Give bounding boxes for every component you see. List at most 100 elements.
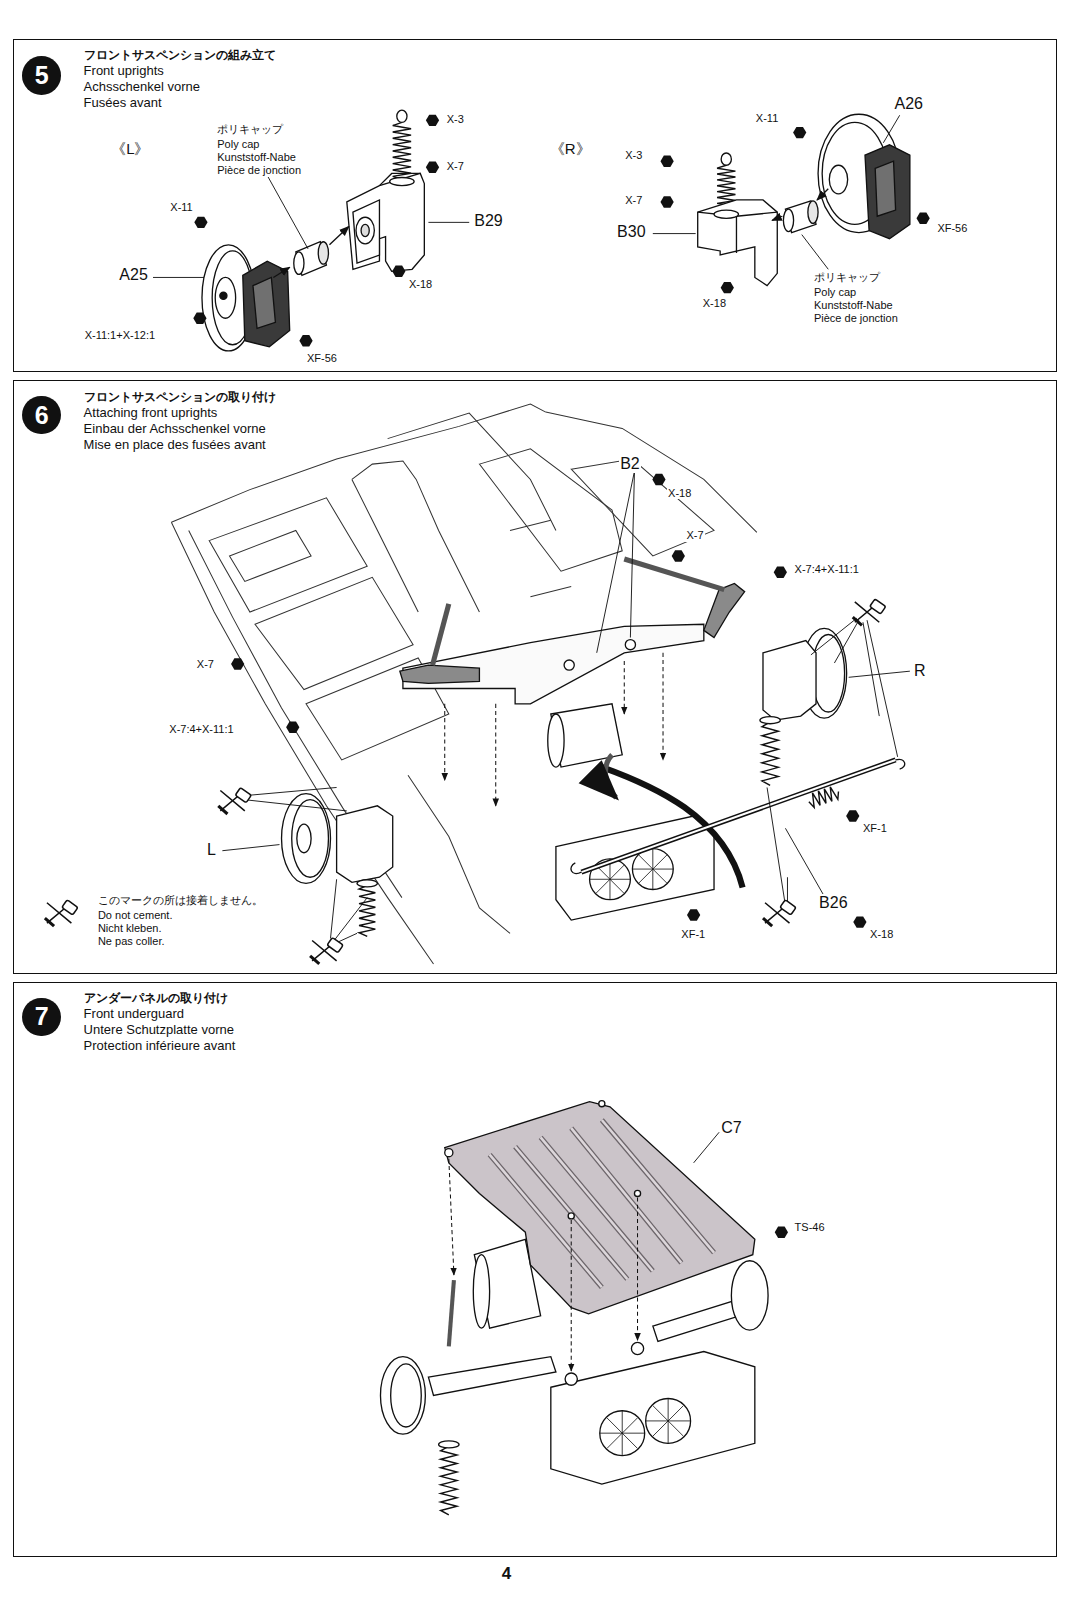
step-panel: アンダーパネルの取り付けFront underguardUntere Schut…	[13, 982, 1056, 1556]
paint-code: X-7	[624, 194, 643, 207]
paint-callout-bullet	[193, 115, 929, 1238]
paint-callout-bullet	[775, 1226, 788, 1237]
left-upright-assembly	[356, 217, 374, 244]
left-upright-assembly	[329, 226, 348, 244]
paint-callout-bullet	[426, 162, 439, 173]
front-underguard-assembly	[380, 1101, 768, 1485]
step-title-translation: Mise en place des fusées avant	[84, 437, 276, 453]
front-suspension	[760, 717, 780, 724]
page-number: 4	[501, 1564, 512, 1584]
paint-code: X-7:4+X-11:1	[794, 563, 860, 576]
front-underguard-assembly	[490, 1120, 714, 1287]
front-underguard-assembly	[428, 1357, 556, 1396]
front-suspension	[602, 767, 743, 887]
part-name: Kunststoff-Nabe	[813, 299, 894, 312]
front-suspension	[763, 641, 816, 721]
front-underguard-assembly	[449, 1280, 454, 1346]
front-suspension	[400, 665, 480, 683]
right-upright-assembly	[875, 161, 895, 216]
leader-line	[630, 471, 634, 637]
front-suspension	[432, 604, 448, 665]
front-underguard-assembly	[391, 1364, 422, 1427]
paint-callout-bullet	[853, 916, 866, 927]
front-suspension	[357, 880, 377, 887]
left-upright-assembly	[318, 242, 328, 264]
leader-line	[222, 845, 279, 851]
front-suspension	[564, 660, 574, 670]
leader-line	[767, 787, 787, 905]
front-underguard-assembly	[565, 1373, 577, 1385]
front-suspension	[403, 624, 704, 704]
coil-spring	[441, 1446, 457, 1514]
paint-callout-bullet	[426, 115, 439, 126]
left-upright-assembly	[273, 267, 289, 277]
note-text: Nicht kleben.	[97, 922, 163, 935]
front-underguard-assembly	[380, 1357, 425, 1435]
paint-code: X-18	[667, 487, 692, 500]
leader-line	[694, 1132, 720, 1163]
paint-callout-bullet	[687, 909, 700, 920]
side-marker: 《L》	[110, 140, 150, 157]
left-upright-assembly	[294, 252, 304, 274]
right-upright-assembly	[829, 165, 847, 194]
paint-callout-bullet	[660, 155, 673, 166]
step-title: フロントサスペンションの取り付け	[84, 389, 276, 405]
paint-callout-bullet	[392, 266, 405, 277]
leader-line	[694, 1132, 720, 1163]
left-upright-assembly	[379, 173, 420, 185]
paint-callout-bullet	[793, 127, 806, 138]
leader-line	[811, 618, 898, 757]
assembly-guide	[495, 704, 496, 806]
paint-code: X-7	[446, 160, 465, 173]
part-name: Pièce de jonction	[813, 312, 899, 325]
step-title-translation: Front uprights	[84, 63, 276, 79]
side-marker: 《R》	[549, 140, 592, 157]
part-name: ポリキャップ	[216, 123, 284, 136]
paint-code: TS-46	[794, 1221, 826, 1234]
left-upright-assembly	[397, 110, 407, 122]
front-underguard-assembly	[653, 1301, 740, 1342]
part-number: B2	[619, 455, 641, 473]
leader-line	[428, 222, 469, 223]
leader-line	[267, 175, 308, 248]
assembly-guide	[444, 704, 445, 781]
instruction-illustration	[45, 110, 930, 1581]
paint-code: XF-1	[862, 822, 888, 835]
step-title-translation: Fusées avant	[84, 95, 276, 111]
paint-callout-bullet	[721, 282, 734, 293]
part-name: ポリキャップ	[813, 271, 881, 284]
do-not-cement-mark	[45, 599, 886, 964]
step-title-translation: Einbau der Achsschenkel vorne	[84, 421, 276, 437]
front-suspension	[581, 760, 895, 872]
front-suspension	[548, 714, 564, 767]
paint-code: XF-56	[306, 352, 338, 365]
leader-line	[785, 828, 826, 899]
paint-callout-bullet	[660, 196, 673, 207]
front-underguard-assembly	[731, 1261, 768, 1330]
right-upright-assembly	[783, 209, 793, 231]
step-title-translation: Untere Schutzplatte vorne	[84, 1022, 236, 1038]
right-upright-assembly	[808, 201, 818, 223]
left-upright-assembly	[253, 277, 275, 328]
paint-callout-bullet	[672, 550, 685, 561]
left-upright-assembly	[243, 261, 290, 347]
leader-line	[245, 787, 347, 810]
part-number: C7	[720, 1119, 742, 1137]
step-heading: フロントサスペンションの取り付けAttaching front uprights…	[84, 389, 276, 453]
paint-callout-bullet	[193, 313, 206, 324]
part-number: B30	[616, 223, 646, 241]
paint-code: X-18	[869, 928, 894, 941]
part-number: B26	[818, 894, 848, 912]
assembly-guide	[663, 653, 664, 760]
step-title: アンダーパネルの取り付け	[84, 990, 236, 1006]
assembly-guide	[624, 661, 625, 714]
leader-line	[153, 115, 900, 277]
step-title: フロントサスペンションの組み立て	[84, 47, 276, 63]
note-text: このマークの所は接着しません。	[97, 894, 264, 907]
note-text: Ne pas coller.	[97, 935, 166, 948]
front-suspension	[812, 634, 845, 712]
front-underguard-assembly	[445, 1149, 453, 1157]
side-marker: R	[913, 662, 927, 680]
